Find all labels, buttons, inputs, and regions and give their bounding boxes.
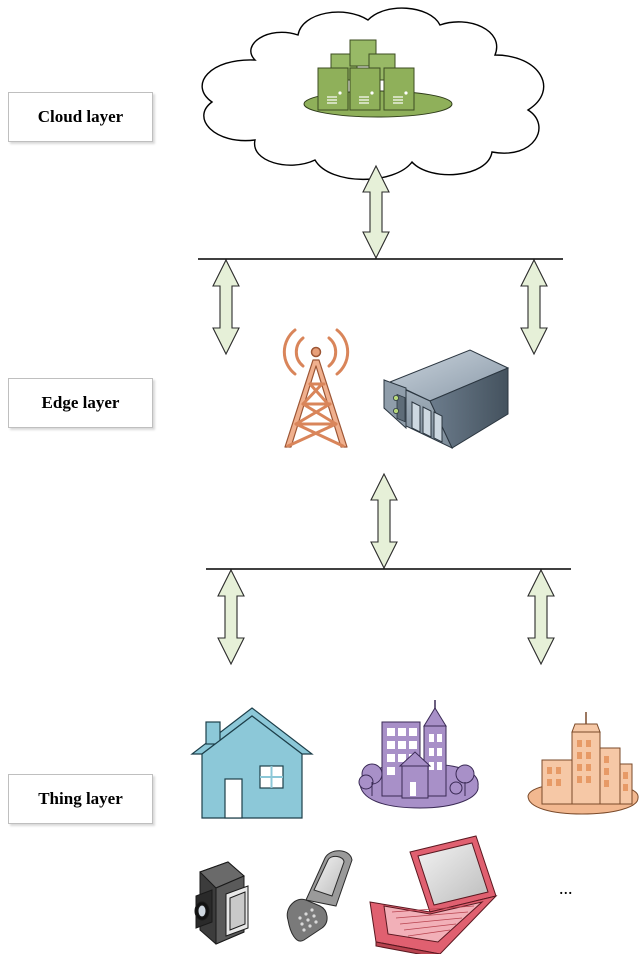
camcorder-icon: [194, 861, 249, 945]
city-icon: [358, 700, 479, 809]
thing-layer-label: Thing layer: [8, 774, 153, 824]
edge-left-arrow: [212, 258, 240, 356]
edge-thing-arrow: [370, 472, 398, 570]
thing-left-arrow: [217, 568, 245, 666]
cloud-server-icon: [303, 39, 453, 118]
mobile-phone-icon: [286, 850, 353, 942]
buildings-icon: [527, 712, 639, 815]
thing-right-arrow: [527, 568, 555, 666]
cloud-edge-arrow: [362, 164, 390, 260]
laptop-icon: [369, 835, 498, 954]
more-devices-ellipsis: ...: [559, 878, 573, 898]
cloud-layer-label: Cloud layer: [8, 92, 153, 142]
edge-right-arrow: [520, 258, 548, 356]
cell-tower-icon: [282, 328, 350, 448]
edge-server-icon: [383, 349, 510, 450]
house-icon: [190, 707, 314, 819]
edge-layer-label: Edge layer: [8, 378, 153, 428]
